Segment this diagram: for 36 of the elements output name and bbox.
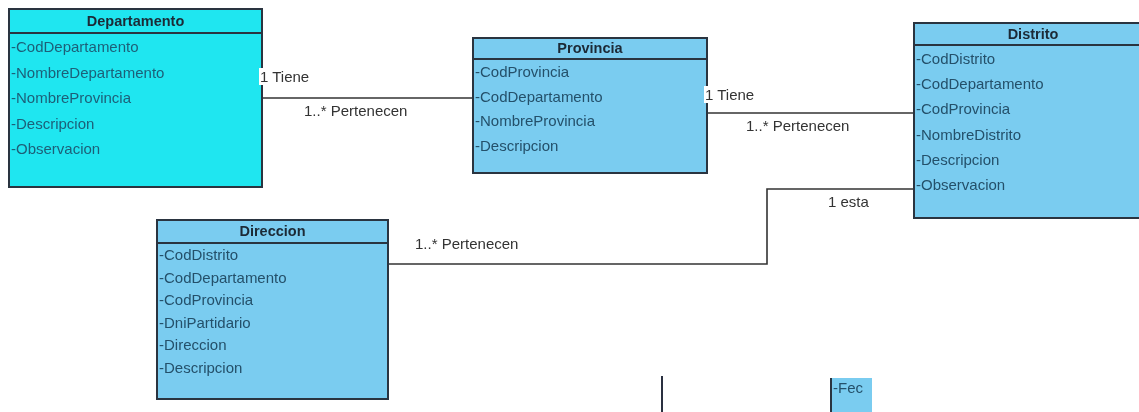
attribute: -Descripcion xyxy=(474,135,560,156)
class-box xyxy=(8,8,263,188)
attribute: -CodDepartamento xyxy=(915,74,1045,95)
attribute: -Direccion xyxy=(158,335,228,356)
attribute: -Observacion xyxy=(10,139,102,159)
attribute: -NombreProvincia xyxy=(474,111,597,131)
attribute: -NombreDistrito xyxy=(915,124,1022,145)
attribute: -Descripcion xyxy=(10,113,96,134)
partial-class-box xyxy=(830,378,872,412)
attribute: -DniPartidario xyxy=(158,312,252,333)
attribute: -CodDistrito xyxy=(915,49,997,69)
attribute: -CodProvincia xyxy=(474,62,571,82)
class-box xyxy=(472,37,708,174)
class-name: Direccion xyxy=(158,221,387,244)
attribute: -CodProvincia xyxy=(158,290,255,311)
association-line xyxy=(707,112,914,114)
class-name: Departamento xyxy=(10,10,261,34)
attribute: -Descripcion xyxy=(915,149,1001,170)
attribute: -CodDistrito xyxy=(158,245,240,265)
class-name: Distrito xyxy=(915,24,1139,46)
class-box xyxy=(913,22,1139,219)
class-box xyxy=(156,219,389,400)
attribute: -Observacion xyxy=(915,175,1007,195)
association-line xyxy=(262,97,473,99)
class-name: Provincia xyxy=(474,39,706,60)
attribute: -NombreDepartamento xyxy=(10,62,166,83)
attribute: -CodProvincia xyxy=(915,99,1012,120)
attribute: -Descripcion xyxy=(158,357,244,378)
attribute: -CodDepartamento xyxy=(158,267,288,288)
association-line xyxy=(388,188,914,265)
multiplicity-label: 1 Tiene xyxy=(704,86,756,103)
attribute: -NombreProvincia xyxy=(10,88,133,108)
multiplicity-label: 1 Tiene xyxy=(259,68,311,85)
attribute: -Fec xyxy=(832,378,864,398)
attribute: -CodDepartamento xyxy=(10,37,140,57)
attribute: -CodDepartamento xyxy=(474,86,604,107)
